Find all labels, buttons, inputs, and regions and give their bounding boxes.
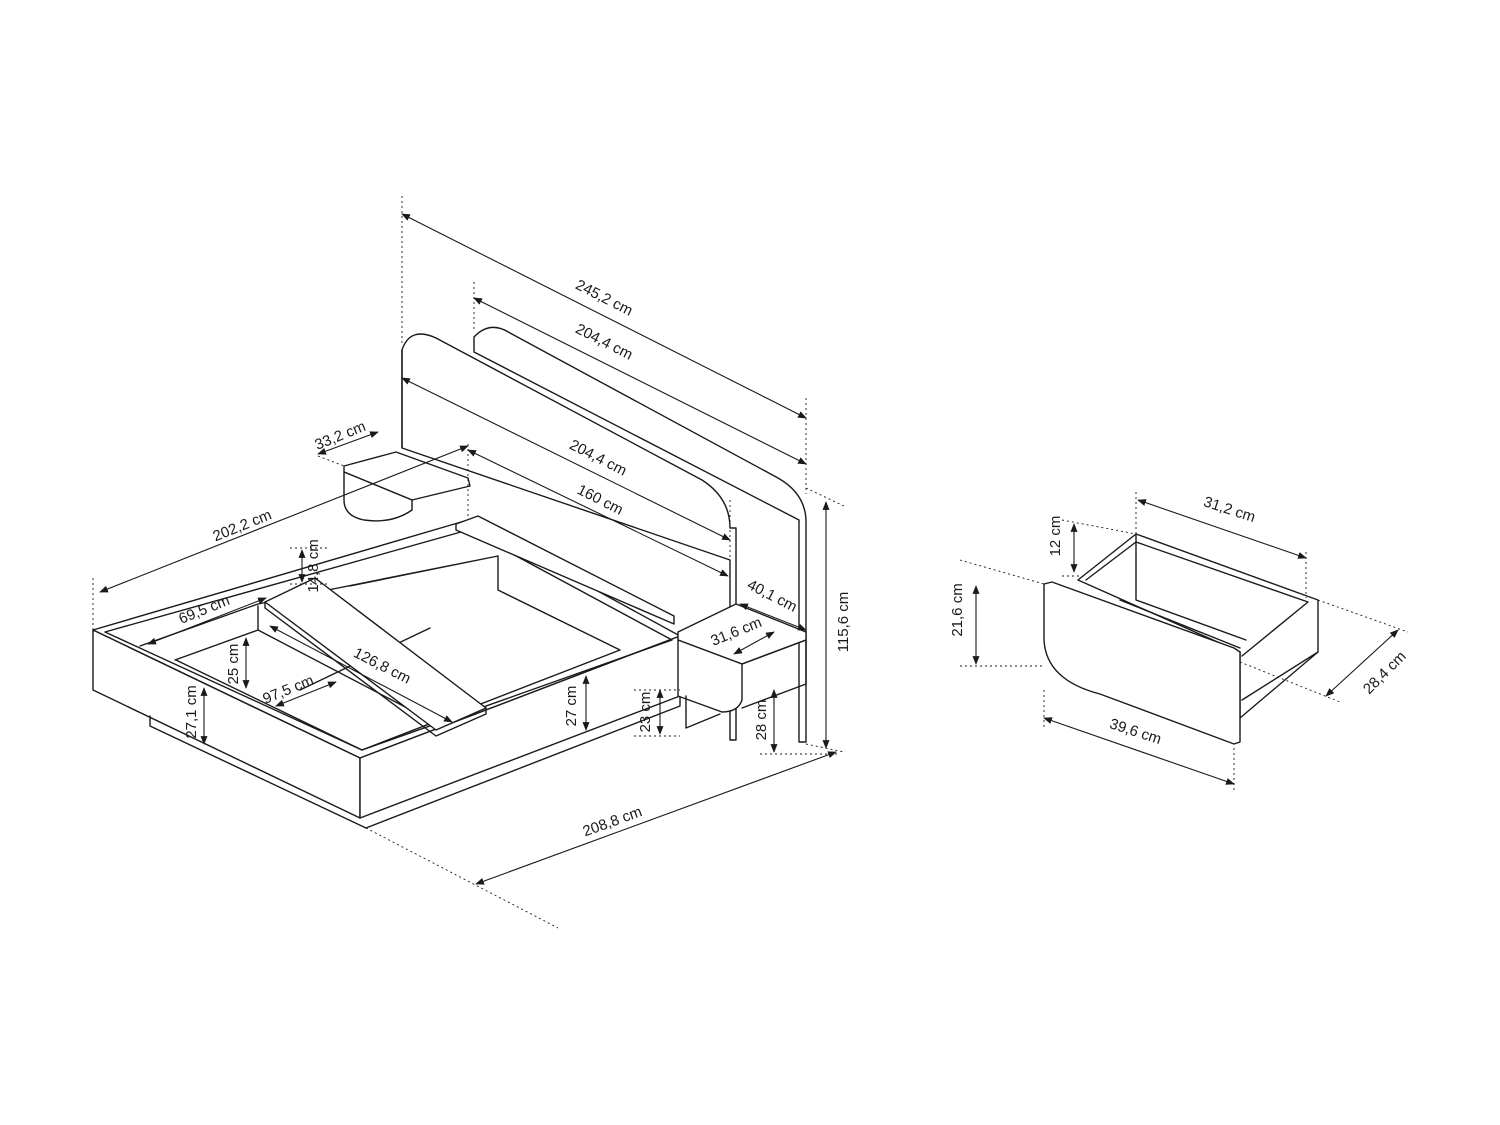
label-table-height: 23 cm [637,692,654,733]
label-frame-height-right: 27 cm [563,686,580,727]
drawer-dimension-arrows [972,499,1399,785]
label-table-floor: 28 cm [753,700,770,741]
label-left-table-depth: 33,2 cm [312,418,368,454]
label-drawer-depth: 28,4 cm [1360,648,1410,698]
right-nightstand-shadow [685,695,721,729]
label-slat-thickness: 14,8 cm [305,539,322,592]
label-frame-height-left: 27,1 cm [183,685,200,738]
label-drawer-inner-width: 31,2 cm [1201,493,1257,526]
right-nightstand-front [677,639,743,713]
label-total-height: 115,6 cm [835,592,852,653]
drawer-drawing [1043,533,1319,745]
label-compartment-height: 25 cm [225,644,242,685]
label-drawer-inner-height: 12 cm [1047,516,1064,557]
label-drawer-front-height: 21,6 cm [949,583,966,636]
drawer-front-panel [1043,581,1241,745]
label-base-length: 208,8 cm [581,803,645,840]
bed-dimension-arrows [99,213,837,885]
drawer-inner-walls [1085,533,1319,701]
bed-drawing [92,326,807,829]
label-table-depth: 40,1 cm [744,576,799,615]
label-frame-length: 202,2 cm [211,506,275,545]
label-total-length: 245,2 cm [573,276,636,319]
